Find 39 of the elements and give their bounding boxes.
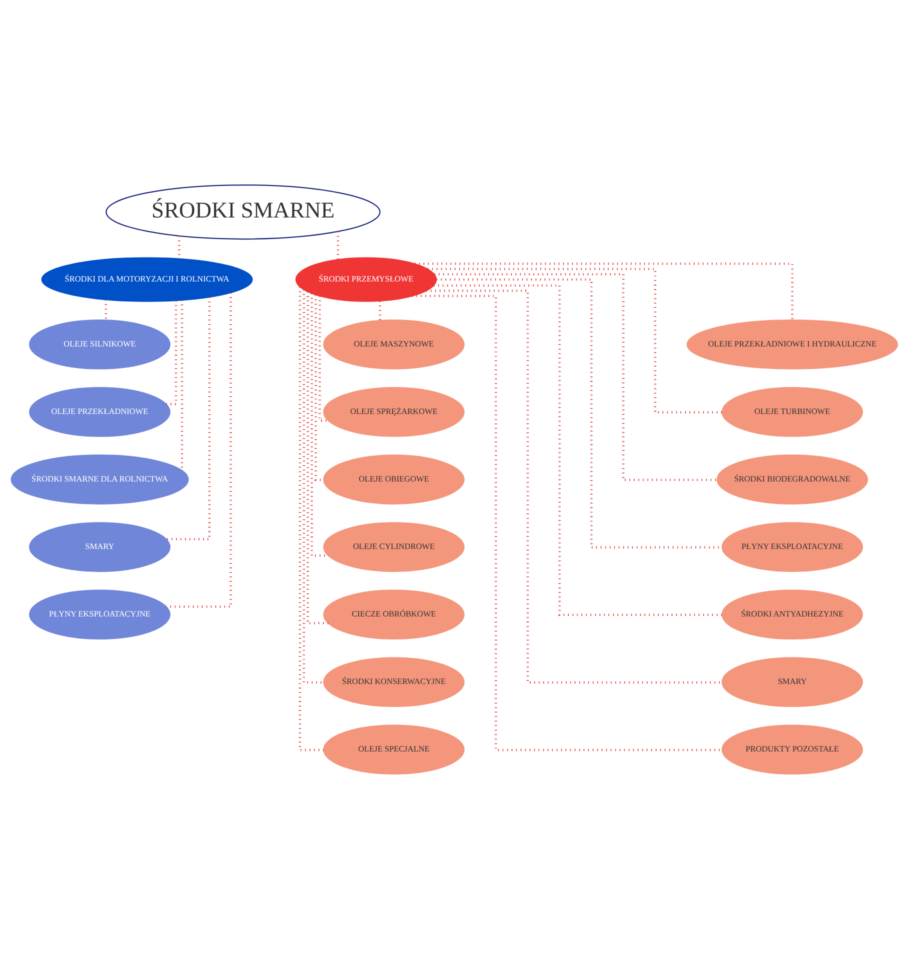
node-ellipse: ŚRODKI KONSERWACYJNE [323, 656, 465, 707]
connector [302, 289, 324, 684]
connector [166, 300, 178, 405]
connector [318, 296, 328, 422]
node-ellipse: OLEJE SPECJALNE [323, 724, 465, 774]
node-ellipse: ŚRODKI SMARNE [106, 184, 381, 240]
node-ellipse: ŚRODKI SMARNE DLA ROLNICTWA [10, 454, 189, 504]
connector [166, 296, 211, 540]
node-ellipse: SMARY [722, 656, 863, 707]
node-ellipse: ŚRODKI PRZEMYSŁOWE [295, 256, 437, 302]
node-ellipse: PRODUKTY POZOSTAŁE [722, 724, 863, 774]
node-ellipse: OLEJE MASZYNOWE [323, 319, 465, 369]
node-ellipse: OLEJE PRZEKŁADNIOWE I HYDRAULICZNE [686, 319, 898, 369]
connector [336, 231, 340, 260]
node-ellipse: ŚRODKI ANTYADHEZYJNE [722, 589, 863, 639]
connector [412, 294, 722, 751]
node-ellipse: PŁYNY EKSPLOATACYJNE [29, 589, 170, 639]
node-ellipse: OLEJE CYLINDROWE [323, 522, 465, 572]
connector [180, 300, 184, 470]
node-ellipse: OLEJE SILNIKOWE [29, 319, 170, 369]
node-ellipse: OLEJE PRZEKŁADNIOWE [29, 386, 170, 436]
node-ellipse: PŁYNY EKSPLOATACYJNE [722, 522, 863, 572]
connector [306, 291, 328, 624]
connector [426, 289, 722, 684]
connector [178, 236, 180, 258]
connector [414, 262, 794, 320]
connector [166, 292, 232, 608]
node-ellipse: OLEJE TURBINOWE [722, 386, 863, 436]
node-ellipse: OLEJE SPRĘŻARKOWE [323, 386, 465, 436]
connector [434, 272, 717, 480]
node-ellipse: ŚRODKI BIODEGRADOWALNE [716, 454, 868, 504]
node-ellipse: ŚRODKI DLA MOTORYZACJI I ROLNICTWA [41, 256, 253, 302]
connector [428, 267, 722, 413]
node-ellipse: OLEJE OBIEGOWE [323, 454, 465, 504]
connector [434, 284, 722, 616]
node-ellipse: CIECZE OBRÓBKOWE [323, 589, 465, 639]
node-ellipse: SMARY [29, 522, 170, 572]
connector [310, 292, 328, 556]
connector [298, 286, 324, 751]
